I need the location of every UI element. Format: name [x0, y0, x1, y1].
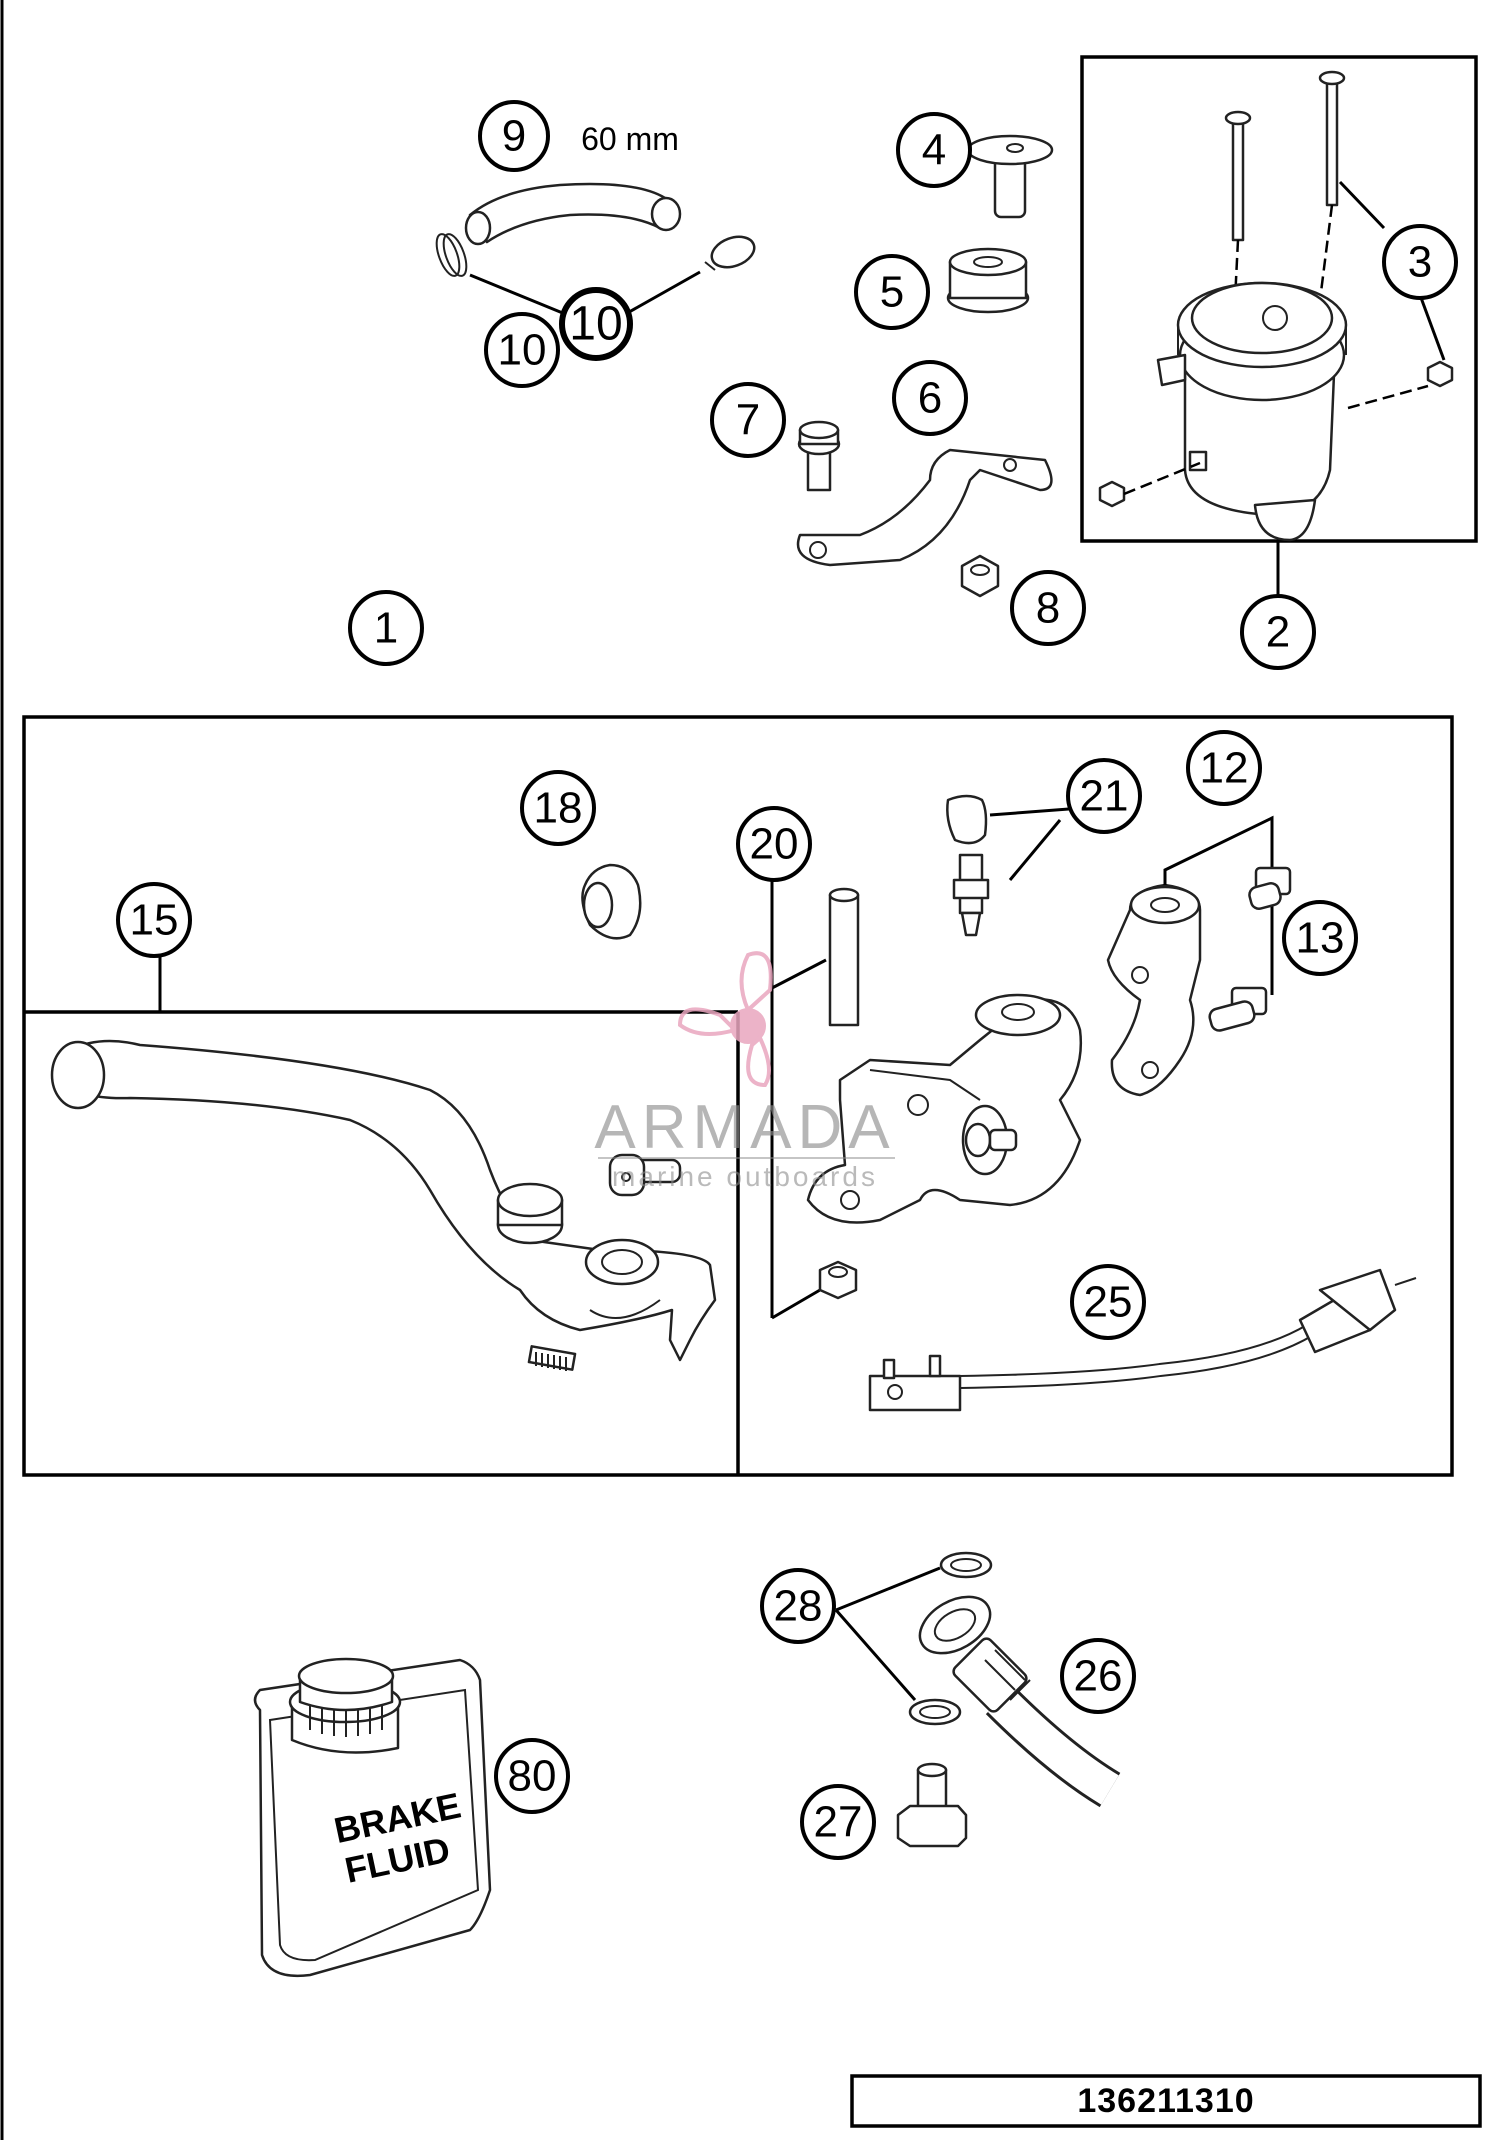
callout-13: 13	[1282, 900, 1358, 976]
svg-text:10: 10	[498, 326, 547, 375]
callout-27: 27	[800, 1784, 876, 1860]
callout-12: 12	[1186, 730, 1262, 806]
brake-lever	[50, 1039, 717, 1362]
callout-20: 20	[736, 806, 812, 882]
svg-text:8: 8	[1036, 584, 1060, 633]
pushrod	[828, 887, 860, 1027]
brake-fluid-reservoir	[1156, 281, 1348, 542]
leader-21a	[989, 806, 1083, 817]
svg-text:28: 28	[774, 1582, 823, 1631]
callout-8: 8	[1010, 570, 1086, 646]
dimension-label: 60 mm	[581, 121, 679, 157]
svg-text:9: 9	[502, 112, 526, 161]
callout-26: 26	[1060, 1638, 1136, 1714]
bleeder-valve	[946, 794, 990, 937]
svg-text:25: 25	[1084, 1278, 1133, 1327]
callout-4: 4	[896, 112, 972, 188]
leader-20b	[771, 1288, 821, 1320]
svg-text:18: 18	[534, 784, 583, 833]
sealing-washers	[908, 1551, 993, 1726]
banjo-bolt	[896, 1762, 968, 1848]
svg-text:3: 3	[1408, 238, 1432, 287]
leader-3b	[1418, 294, 1446, 361]
master-cylinder-body	[806, 993, 1082, 1224]
callout-28: 28	[760, 1568, 836, 1644]
callout-2: 2	[1240, 594, 1316, 670]
clamp-screws	[1208, 866, 1292, 1032]
leader-28b	[834, 1609, 917, 1701]
adjuster-pin	[608, 1153, 682, 1197]
svg-text:6: 6	[918, 374, 942, 423]
leader-10b	[621, 270, 701, 318]
diagram-id: 136211310	[1077, 2082, 1254, 2120]
svg-text:12: 12	[1200, 744, 1249, 793]
leader-20a	[771, 958, 827, 990]
bracket-nut	[960, 554, 1000, 598]
leader-28a	[835, 1566, 941, 1612]
svg-text:2: 2	[1266, 608, 1290, 657]
callout-10: 10	[484, 312, 560, 388]
reservoir-hose	[464, 182, 682, 246]
callout-9: 9	[478, 100, 550, 172]
handlebar-clamp	[1106, 883, 1202, 1097]
svg-text:15: 15	[130, 896, 179, 945]
watermark-tagline: marine outboards	[612, 1161, 878, 1192]
callout-15: 15	[116, 882, 192, 958]
lever-spring	[527, 1345, 577, 1371]
master-cylinder-nut	[818, 1260, 858, 1300]
svg-text:7: 7	[736, 396, 760, 445]
svg-text:5: 5	[880, 268, 904, 317]
reservoir-nuts	[1098, 360, 1454, 508]
propeller-logo-icon	[677, 951, 773, 1088]
callout-18: 18	[520, 770, 596, 846]
leader-3a	[1338, 180, 1386, 230]
watermark: ARMADA marine outboards	[594, 951, 895, 1192]
svg-text:1: 1	[374, 604, 398, 653]
callout-6: 6	[892, 360, 968, 436]
svg-text:27: 27	[814, 1798, 863, 1847]
callout-21: 21	[1066, 758, 1142, 834]
watermark-brand: ARMADA	[594, 1093, 895, 1162]
svg-text:80: 80	[508, 1752, 557, 1801]
svg-text:13: 13	[1296, 914, 1345, 963]
reservoir-bracket	[796, 448, 1053, 567]
svg-text:21: 21	[1080, 772, 1129, 821]
brake-line	[918, 1595, 1121, 1808]
callout-3: 3	[1382, 224, 1458, 300]
brake-light-switch	[868, 1268, 1417, 1412]
svg-text:20: 20	[750, 820, 799, 869]
cap-bolt	[966, 134, 1054, 219]
leader-21b	[1008, 819, 1062, 881]
hose-clamps	[435, 233, 756, 277]
callout-1: 1	[348, 590, 424, 666]
callout-7: 7	[710, 382, 786, 458]
reservoir-screws	[1224, 70, 1346, 321]
bracket-screw	[797, 420, 841, 492]
dust-boot	[581, 863, 642, 940]
svg-text:10: 10	[569, 298, 622, 351]
callout-25: 25	[1070, 1264, 1146, 1340]
callout-5: 5	[854, 254, 930, 330]
callout-10-bold: 10	[559, 287, 633, 361]
svg-text:26: 26	[1074, 1652, 1123, 1701]
grommet	[946, 247, 1030, 314]
leader-10a	[469, 273, 571, 318]
callout-80: 80	[494, 1738, 570, 1814]
brake-fluid-bottle: BRAKE FLUID	[253, 1657, 492, 1978]
diagram-id-box: 136211310	[850, 2074, 1482, 2128]
svg-text:4: 4	[922, 126, 946, 175]
